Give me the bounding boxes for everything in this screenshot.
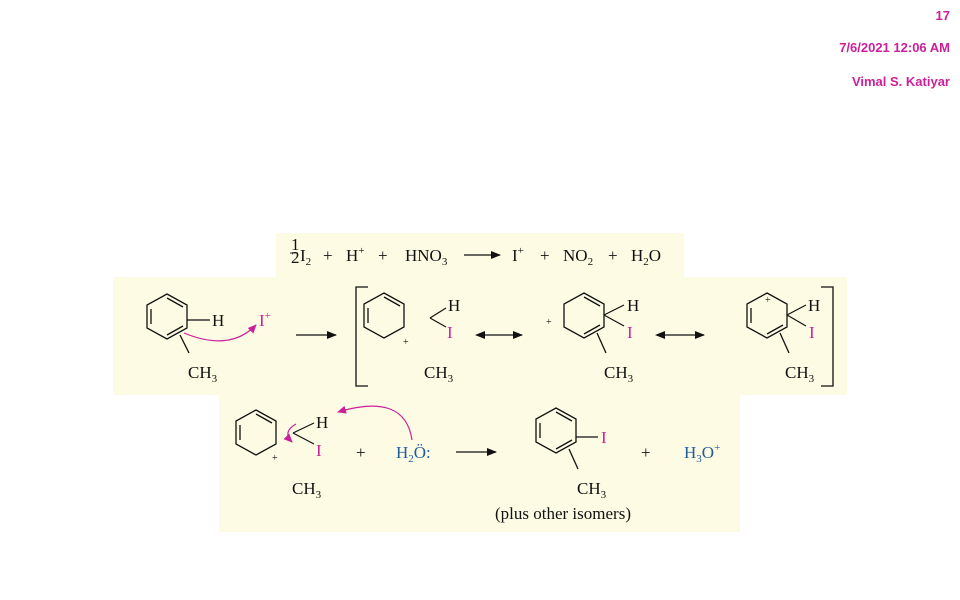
iodine-substituent: I: [627, 323, 633, 342]
curved-arrow-icon: [283, 423, 297, 443]
c-h-bond: [292, 422, 315, 434]
double-bond: [583, 296, 601, 307]
right-bracket: [821, 286, 834, 387]
toluene-ring: [146, 293, 188, 340]
equation-plus-4: +: [608, 246, 618, 265]
sigma-complex-3: H I + CH3: [746, 292, 820, 385]
methyl-bond: [596, 332, 607, 354]
water-base: H2Ö:: [396, 443, 431, 465]
positive-charge: +: [546, 317, 552, 328]
iodonium-formation-equation: 1 2 I2 + H+ + HNO3 I+ + NO2 + H2O: [290, 235, 661, 268]
c-i-bond: [603, 314, 625, 327]
iodonium-electrophile: I+: [259, 310, 271, 330]
toluene-h: H: [212, 311, 224, 330]
iodine-substituent: I: [809, 323, 815, 342]
double-bond: [766, 324, 784, 335]
sigma-complex-1: H I + CH3: [363, 292, 460, 385]
sigma-complex-2: H I + CH3: [546, 292, 639, 385]
iodine-molecule: I2: [300, 246, 311, 268]
isomers-note: (plus other isomers): [495, 504, 631, 523]
c-h-bond: [429, 307, 447, 319]
step2-plus-1: +: [356, 443, 366, 462]
iodonium-ion: I+: [512, 245, 524, 265]
slide-datetime: 7/6/2021 12:06 AM: [839, 40, 950, 55]
slide-number: 17: [935, 8, 950, 23]
fraction-numerator: 1: [291, 235, 300, 254]
fraction-denominator: 2: [291, 248, 300, 267]
c-h-bond: [603, 304, 625, 316]
step2-panel: [219, 395, 740, 532]
ring: [235, 409, 277, 456]
water: H2O: [631, 246, 661, 268]
iodotoluene-product: I CH3: [535, 407, 607, 501]
methyl-bond: [568, 448, 579, 470]
ring: [746, 292, 788, 339]
hydronium-ion: H3O+: [684, 442, 720, 465]
double-bond: [166, 297, 184, 308]
methyl-group: CH3: [577, 479, 607, 501]
iodine-substituent: I: [601, 428, 607, 447]
double-bond: [555, 439, 573, 450]
c-i-bond: [429, 317, 447, 328]
double-bond: [383, 296, 401, 307]
c-h-bond: [786, 304, 807, 316]
double-bond: [255, 413, 273, 424]
methyl-group: CH3: [785, 363, 815, 385]
iodine-substituent: I: [447, 323, 453, 342]
sp3-hydrogen: H: [627, 296, 639, 315]
sp3-hydrogen: H: [316, 413, 328, 432]
left-bracket: [355, 286, 368, 387]
methyl-bond: [179, 334, 190, 354]
double-bond: [166, 325, 184, 336]
double-bond: [583, 324, 601, 335]
sp3-hydrogen: H: [448, 296, 460, 315]
c-i-bond: [292, 432, 315, 445]
methyl-group: CH3: [424, 363, 454, 385]
methyl-group: CH3: [292, 479, 322, 501]
deprotonation-intermediate: H I + CH3: [235, 409, 328, 501]
proton: H+: [346, 245, 365, 265]
curved-arrow-icon: [183, 324, 257, 342]
positive-charge: +: [272, 453, 278, 464]
nitric-acid: HNO3: [405, 246, 448, 268]
methyl-group: CH3: [604, 363, 634, 385]
curved-arrow-icon: [337, 405, 413, 441]
double-bond: [555, 411, 573, 422]
positive-charge: +: [765, 295, 771, 306]
step1-panel: [113, 277, 847, 395]
c-i-bond: [786, 314, 807, 327]
slide-author: Vimal S. Katiyar: [851, 74, 950, 89]
step2-plus-2: +: [641, 443, 651, 462]
nitrogen-dioxide: NO2: [563, 246, 593, 268]
equation-plus-3: +: [540, 246, 550, 265]
methyl-bond: [779, 332, 790, 354]
ring: [363, 292, 405, 339]
equation-plus-2: +: [378, 246, 388, 265]
toluene-methyl: CH3: [188, 363, 218, 385]
ring: [535, 407, 577, 454]
toluene: H CH3: [146, 293, 224, 385]
sp3-hydrogen: H: [808, 296, 820, 315]
iodine-substituent: I: [316, 441, 322, 460]
ring: [563, 292, 605, 339]
positive-charge: +: [403, 337, 409, 348]
equation-plus-1: +: [323, 246, 333, 265]
